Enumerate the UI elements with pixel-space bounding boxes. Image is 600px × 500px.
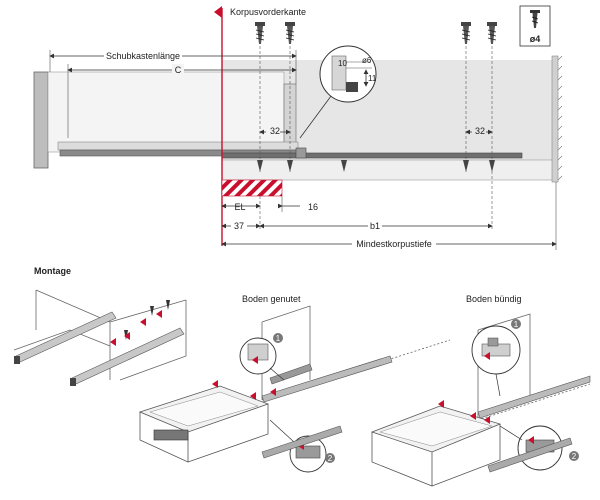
runner-rail	[269, 363, 313, 385]
b1-label: b1	[370, 221, 380, 231]
dim-32-right-label: 32	[475, 126, 485, 136]
c-label: C	[175, 65, 182, 75]
runner-end	[295, 147, 307, 159]
screw-icon	[487, 22, 497, 44]
front-edge-marker	[214, 6, 222, 18]
runner-rail	[261, 425, 343, 459]
drawer-length-label: Schubkastenlänge	[106, 51, 180, 61]
screw-group-front	[255, 22, 295, 44]
screw-icon	[530, 10, 540, 28]
callout-2-label: 2	[572, 452, 577, 461]
cabinet-bottom	[221, 159, 557, 181]
drawer-bottom	[57, 141, 299, 151]
dim-32-left-label: 32	[270, 126, 280, 136]
detail-dim-10: 10	[338, 59, 347, 68]
drawer-front	[33, 71, 49, 169]
montage-label: Montage	[34, 266, 71, 276]
runner-rail-end	[14, 356, 20, 364]
front-edge-label: Korpusvorderkante	[230, 7, 306, 17]
runner-rail	[261, 355, 393, 403]
screw-icon	[285, 22, 295, 44]
screw-icon	[255, 22, 265, 44]
screw-group-rear	[461, 22, 497, 44]
screw-diameter-label: ø4	[530, 34, 541, 44]
screw-tip-icon	[463, 160, 469, 172]
flush-bottom-sketch: 1 2	[370, 313, 591, 487]
runner-rail-end	[70, 378, 76, 386]
drawer-runner-detail	[153, 429, 189, 441]
red-arrow-icon	[438, 400, 490, 424]
callout-1-label: 1	[276, 334, 281, 343]
drawer-body	[47, 71, 285, 153]
montage-sketch	[13, 289, 187, 386]
screw-icon	[461, 22, 471, 44]
callout-2-label: 2	[328, 454, 333, 463]
min-depth-label: Mindestkorpustiefe	[356, 239, 432, 249]
dim-16-label: 16	[308, 202, 318, 212]
screw-icon	[124, 300, 170, 340]
bottom-section: Montage Boden genutet Boden bündig	[13, 266, 591, 487]
cabinet-back-wall	[551, 55, 559, 183]
red-arrow-icon	[110, 310, 162, 346]
hatched-zone	[221, 179, 283, 197]
screw-tip-icon	[287, 160, 293, 172]
back-wall-hatching	[557, 55, 563, 181]
screw-tip-icon	[257, 160, 263, 172]
top-section: Korpusvorderkante	[33, 5, 563, 250]
callout-1-label: 1	[514, 320, 519, 329]
detail-dim-11: 11	[368, 74, 377, 83]
flush-label: Boden bündig	[466, 294, 522, 304]
grooved-label: Boden genutet	[242, 294, 301, 304]
screw-tip-icon	[341, 160, 347, 172]
screw-diameter-box: ø4	[519, 5, 551, 47]
detail-zoom-callout: 10 ø6 11	[299, 45, 377, 139]
screw-tip-icon	[489, 160, 495, 172]
runner-rail-cabinet	[221, 152, 523, 159]
dim-37-label: 37	[234, 221, 244, 231]
detail-dim-phi6: ø6	[362, 56, 372, 65]
runner-rail	[487, 437, 573, 473]
el-label: EL	[234, 202, 245, 212]
runner-rail	[477, 375, 591, 419]
grooved-bottom-sketch: 1 2	[138, 305, 451, 473]
runner-rail	[15, 311, 117, 363]
